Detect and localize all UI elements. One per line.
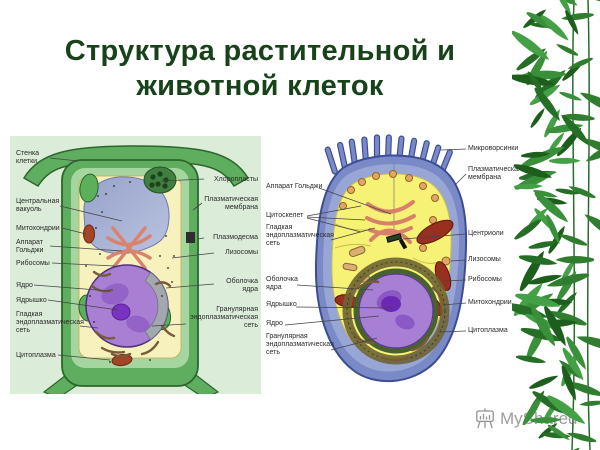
chloroplasts bbox=[143, 166, 177, 194]
label-golgi: Аппарат Гольджи bbox=[266, 183, 323, 190]
label-nucleolus: Ядрышко bbox=[16, 297, 47, 304]
leader-lines bbox=[284, 148, 467, 351]
label-central-vacuole: Центральная вакуоль bbox=[16, 198, 60, 213]
label-golgi: Аппарат Гольджи bbox=[16, 239, 44, 254]
nucleolus bbox=[381, 296, 401, 312]
label-ribosomes: Рибосомы bbox=[468, 276, 502, 283]
plant-cell-drawing bbox=[22, 145, 250, 394]
label-nuclear-envelope: Оболочка ядра bbox=[226, 278, 258, 293]
mitochondria bbox=[83, 224, 133, 367]
golgi-apparatus bbox=[106, 226, 152, 270]
presentation-board-icon bbox=[476, 408, 494, 429]
label-mitochondria: Митохондрии bbox=[16, 225, 60, 232]
slide-title-line2: животной клеток bbox=[136, 70, 384, 103]
vesicles bbox=[339, 170, 451, 266]
label-nucleus: Ядро bbox=[266, 320, 283, 327]
animal-cell-figure: Аппарат Гольджи Цитоскелет Гладкая эндоп… bbox=[263, 128, 522, 409]
leader-lines bbox=[33, 157, 215, 361]
label-centrioles: Центриоли bbox=[468, 230, 504, 237]
label-smooth-er: Гладкая эндоплазматическая сеть bbox=[266, 224, 334, 247]
nuclear-envelope bbox=[144, 271, 169, 341]
nucleus-region bbox=[342, 257, 450, 365]
label-ribosomes: Рибосомы bbox=[16, 260, 50, 267]
label-chloroplasts: Хлоропласты bbox=[213, 176, 258, 183]
nuclear-envelope bbox=[353, 268, 439, 354]
leaves bbox=[512, 0, 600, 450]
slide-title-line1: Структура растительной и bbox=[64, 35, 456, 67]
plant-cell-figure: Стенка клетки Центральная вакуоль Митохо… bbox=[10, 136, 261, 394]
nucleus bbox=[85, 264, 169, 348]
label-cell-wall: Стенка клетки bbox=[16, 150, 40, 165]
label-lysosomes: Лизосомы bbox=[468, 256, 501, 263]
label-plasma-membrane: Плазматическая мембрана bbox=[468, 166, 522, 181]
label-cytoplasm: Цитоплазма bbox=[16, 352, 56, 359]
label-smooth-er: Гладкая эндоплазматическая сеть bbox=[16, 311, 84, 334]
label-cytoskeleton: Цитоскелет bbox=[266, 212, 304, 219]
nucleolus bbox=[111, 303, 131, 321]
centrioles bbox=[385, 233, 408, 250]
er-squiggles bbox=[351, 280, 445, 362]
golgi-apparatus bbox=[365, 200, 416, 244]
bamboo-plant-image bbox=[512, 0, 600, 450]
label-nucleolus: Ядрышко bbox=[266, 301, 297, 308]
ribosomes bbox=[85, 181, 175, 363]
label-rough-er: Гранулярная эндоплазматическая сеть bbox=[266, 333, 334, 356]
label-microvilli: Микроворсинки bbox=[468, 145, 519, 152]
label-plasmodesma: Плазмодесма bbox=[213, 234, 258, 241]
label-rough-er: Гранулярная эндоплазматическая сеть bbox=[190, 306, 258, 329]
lysosome bbox=[441, 256, 451, 266]
slide-title: Структура растительной и животной клеток bbox=[8, 34, 512, 105]
plasmodesma bbox=[186, 232, 195, 243]
label-plasma-membrane: Плазматическая мембрана bbox=[204, 196, 258, 211]
label-nuclear-envelope: Оболочка ядра bbox=[266, 276, 298, 291]
label-lysosomes: Лизосомы bbox=[225, 249, 258, 256]
label-cytoplasm: Цитоплазма bbox=[468, 327, 508, 334]
nucleus bbox=[358, 273, 434, 349]
endoplasmic-reticulum bbox=[90, 270, 176, 358]
animal-cell-drawing bbox=[284, 134, 468, 383]
label-nucleus: Ядро bbox=[16, 282, 33, 289]
label-mitochondria: Митохондрии bbox=[468, 299, 512, 306]
